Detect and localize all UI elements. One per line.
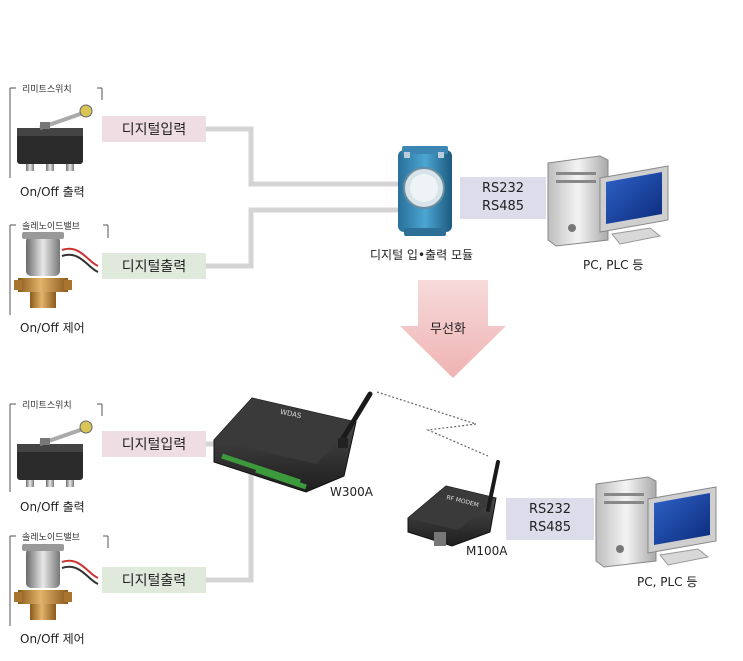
top-io-module-icon [398,146,452,236]
bottom-limit-switch-title: 리미트스위치 [20,398,74,411]
bottom-solenoid-caption: On/Off 제어 [20,632,85,646]
top-limit-switch-icon [17,104,93,171]
top-pc-caption: PC, PLC 등 [583,258,644,272]
top-solenoid-icon [14,232,99,308]
bottom-limit-switch-caption: On/Off 출력 [20,500,85,514]
top-limit-switch-title: 리미트스위치 [20,82,74,95]
bottom-limit-switch-icon [17,420,93,487]
top-solenoid-caption: On/Off 제어 [20,321,85,335]
bottom-solenoid-icon [14,544,99,620]
bottom-solenoid-frame [9,535,109,626]
top-module-caption: 디지털 입•출력 모듈 [370,248,474,262]
bottom-solenoid-title: 솔레노이드밸브 [20,530,82,543]
bottom-digital-input-label: 디지털입력 [102,431,206,457]
arrow-label: 무선화 [430,322,466,337]
top-solenoid-title: 솔레노이드밸브 [20,219,82,232]
top-serial-rs485: RS485 [481,199,525,214]
bottom-serial-rs232: RS232 [528,502,572,517]
top-digital-input-label: 디지털입력 [102,116,206,142]
top-wiring [206,126,400,269]
w300a-icon [213,391,373,493]
w300a-caption: W300A [330,485,373,499]
top-limit-switch-caption: On/Off 출력 [20,185,85,199]
top-serial-rs232: RS232 [481,181,525,196]
bottom-serial-rs485: RS485 [528,520,572,535]
bottom-serial-band [506,498,594,540]
top-pc-icon [547,155,669,247]
wireless-arrow [400,280,506,378]
bottom-limit-switch-frame [9,403,103,492]
m100a-icon [407,460,500,547]
bottom-serial-labels: RS232 RS485 [508,501,592,537]
top-solenoid-frame [9,224,109,315]
m100a-caption: M100A [466,544,508,558]
bottom-pc-caption: PC, PLC 등 [637,575,698,589]
wireless-link [376,391,489,457]
top-serial-labels: RS232 RS485 [462,180,544,216]
top-serial-band [460,177,546,219]
bottom-pc-icon [595,476,717,568]
top-limit-switch-frame [9,87,103,178]
top-digital-output-label: 디지털출력 [102,253,206,279]
bottom-digital-output-label: 디지털출력 [102,567,206,593]
